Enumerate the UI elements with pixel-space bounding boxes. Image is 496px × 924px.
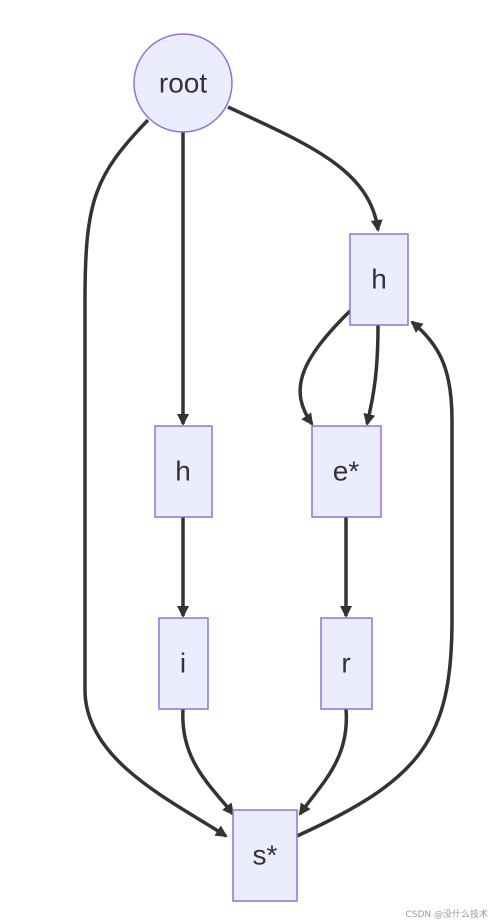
edge-i-to-s [181, 708, 235, 816]
watermark: CSDN @没什么技术 [405, 910, 488, 920]
edge-root-to-s [83, 118, 228, 838]
node-h-left: h [154, 425, 213, 518]
node-e-label: e* [333, 456, 360, 487]
node-h-right: h [349, 233, 409, 326]
node-s-label: s* [253, 840, 278, 871]
edge-h-right-to-e-a [298, 308, 353, 426]
node-i-label: i [180, 648, 186, 679]
node-r-label: r [341, 648, 350, 679]
node-e: e* [311, 425, 382, 518]
node-root-label: root [159, 68, 207, 99]
node-s: s* [232, 809, 298, 902]
node-root: root [133, 33, 233, 133]
edge-h-right-to-e-b [363, 324, 380, 426]
edge-r-to-s [298, 708, 349, 816]
node-h-left-label: h [175, 456, 191, 487]
node-r: r [320, 617, 373, 710]
edge-root-to-h-right [227, 105, 383, 232]
edge-s-to-h-right [296, 320, 454, 838]
node-i: i [158, 617, 209, 710]
node-h-right-label: h [371, 264, 387, 295]
